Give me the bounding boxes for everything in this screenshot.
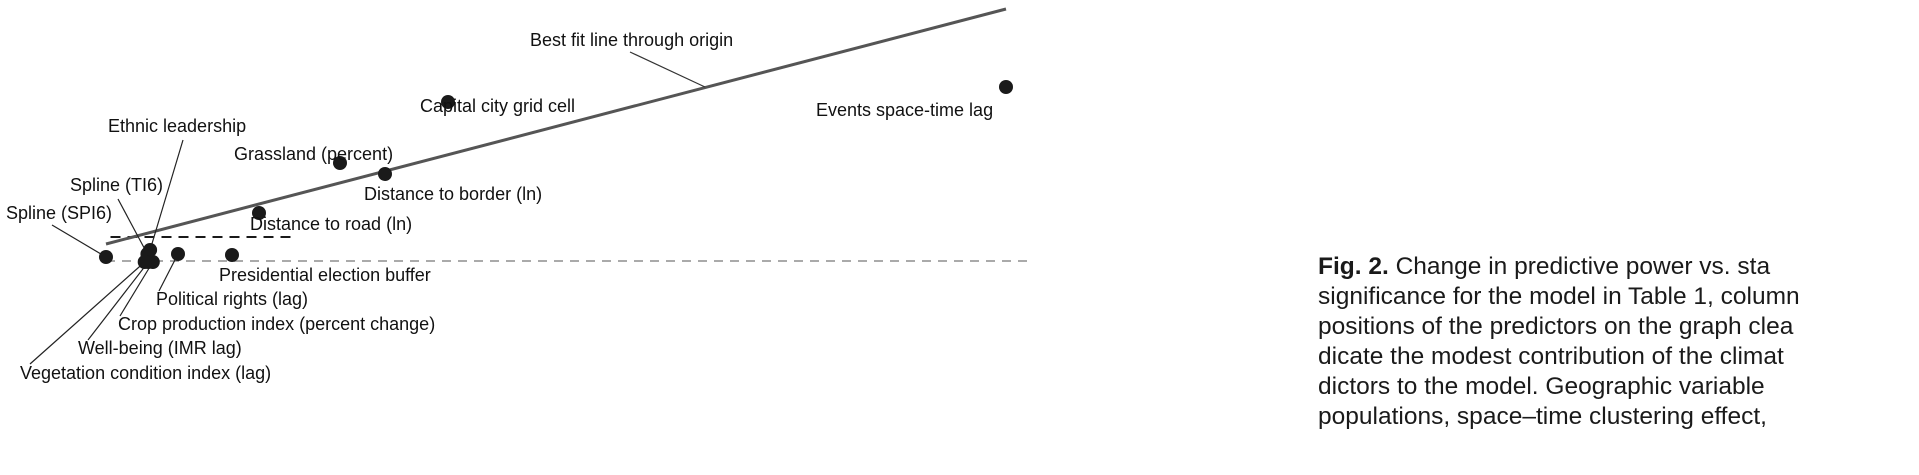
label-vegetation-condition-index-lag: Vegetation condition index (lag): [20, 363, 271, 383]
best-fit-line: [105, 7, 1007, 246]
label-presidential-election-buffer: Presidential election buffer: [219, 265, 431, 285]
caption-fig-label: Fig. 2.: [1318, 253, 1389, 280]
leader-crop-production-index-percent-change: [119, 261, 154, 317]
caption-line-2: significance for the model in Table 1, c…: [1318, 283, 1800, 310]
caption-line-1-text: Change in predictive power vs. sta: [1388, 253, 1771, 280]
label-grassland-percent: Grassland (percent): [234, 144, 393, 164]
caption-line-3: positions of the predictors on the graph…: [1318, 313, 1794, 340]
point-grassland-percent: [333, 156, 347, 170]
label-spline-spi6: Spline (SPI6): [6, 203, 112, 223]
point-labels: Events space-time lag Capital city grid c…: [6, 96, 993, 383]
point-events-space-time-lag: [999, 80, 1013, 94]
figure-caption: Fig. 2. Change in predictive power vs. s…: [1318, 252, 1919, 475]
label-distance-to-border-ln: Distance to border (ln): [364, 184, 542, 204]
caption-line-5: dictors to the model. Geographic variabl…: [1318, 373, 1765, 400]
label-ethnic-leadership: Ethnic leadership: [108, 116, 246, 136]
label-distance-to-road-ln: Distance to road (ln): [250, 214, 412, 234]
data-points: [99, 80, 1013, 269]
leader-spline-ti6: [117, 198, 148, 255]
point-presidential-election-buffer: [225, 248, 239, 262]
point-capital-city-grid-cell: [441, 95, 455, 109]
label-crop-production-index-percent-change: Crop production index (percent change): [118, 314, 435, 334]
leader-well-being-imr-lag: [87, 261, 149, 341]
point-distance-to-road-ln: [252, 206, 266, 220]
point-vegetation-condition-index-lag: [137, 255, 152, 269]
scatter-chart: Events space-time lag Capital city grid c…: [6, 7, 1032, 383]
best-fit-leader: [629, 51, 706, 88]
leader-ethnic-leadership: [149, 139, 184, 251]
caption-line-1: Fig. 2. Change in predictive power vs. s…: [1318, 252, 1919, 282]
best-fit-line-label: Best fit line through origin: [530, 30, 733, 50]
label-capital-city-grid-cell: Capital city grid cell: [420, 96, 575, 116]
point-distance-to-border-ln: [378, 167, 392, 181]
label-well-being-imr-lag: Well-being (IMR lag): [78, 338, 242, 358]
caption-line-6: populations, space–time clustering effec…: [1318, 403, 1767, 430]
caption-line-4: dicate the modest contribution of the cl…: [1318, 343, 1784, 370]
label-leader-lines: [29, 51, 706, 365]
leader-vegetation-condition-index-lag: [29, 261, 146, 365]
point-political-rights-lag: [171, 247, 185, 261]
point-spline-spi6: [99, 250, 113, 264]
leader-spline-spi6: [51, 224, 107, 258]
label-political-rights-lag: Political rights (lag): [156, 289, 308, 309]
label-spline-ti6: Spline (TI6): [70, 175, 163, 195]
label-events-space-time-lag: Events space-time lag: [816, 100, 993, 120]
